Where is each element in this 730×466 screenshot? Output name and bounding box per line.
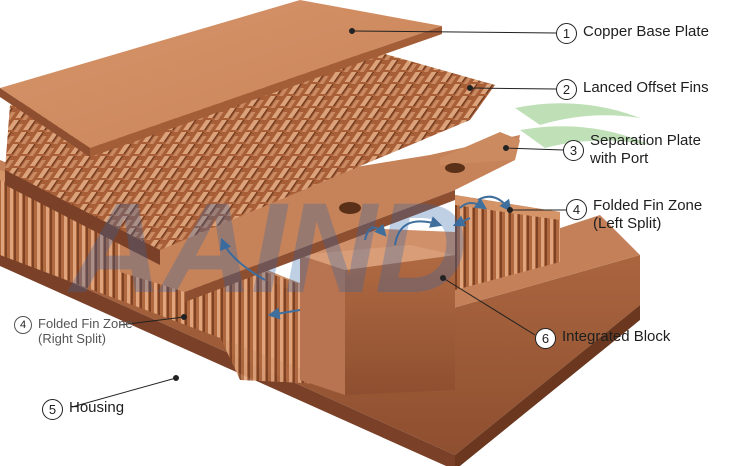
callout-label-line2: (Left Split) [593, 215, 662, 232]
callout-label: Lanced Offset Fins [583, 79, 709, 96]
callout-number: 4 [566, 199, 587, 220]
callout-label: Folded Fin Zone (Left Split) [593, 197, 702, 233]
copper-base-plate [0, 0, 442, 157]
callout-label-line2: with Port [590, 150, 649, 167]
callout-label-line1: Folded Fin Zone [593, 197, 703, 214]
callout-number: 2 [556, 79, 577, 100]
callout-number: 6 [535, 328, 556, 349]
callout-label-line1: Folded Fin Zone [38, 316, 133, 331]
watermark: AAIND [67, 103, 650, 320]
integrated-block [300, 228, 455, 395]
callout-lanced-offset-fins: 2 Lanced Offset Fins [556, 79, 709, 100]
leader-lines [71, 28, 566, 408]
callout-copper-base-plate: 1 Copper Base Plate [556, 23, 709, 44]
separation-plate [120, 132, 520, 302]
callout-label: Housing [69, 399, 125, 416]
callout-number: 1 [556, 23, 577, 44]
callout-housing: 5 Housing [42, 399, 124, 420]
callout-label: Folded Fin Zone (Right Split) [38, 316, 133, 346]
callout-label-line1: Separation Plate [590, 132, 701, 149]
watermark-text: AAIND [67, 177, 465, 320]
callout-folded-fin-right-split: 4 Folded Fin Zone (Right Split) [14, 316, 133, 346]
callout-number: 4 [14, 316, 32, 334]
callout-integrated-block: 6 Integrated Block [535, 328, 670, 349]
flow-arrows [220, 195, 512, 320]
callout-label: Copper Base Plate [583, 23, 709, 40]
callout-label: Integrated Block [562, 328, 671, 345]
callout-label: Separation Plate with Port [590, 132, 701, 168]
callout-number: 3 [563, 140, 584, 161]
port-opening [339, 202, 361, 214]
callout-separation-plate: 3 Separation Plate with Port [563, 132, 701, 168]
callout-label-line2: (Right Split) [38, 331, 106, 346]
callout-number: 5 [42, 399, 63, 420]
callout-folded-fin-left-split: 4 Folded Fin Zone (Left Split) [566, 197, 702, 233]
